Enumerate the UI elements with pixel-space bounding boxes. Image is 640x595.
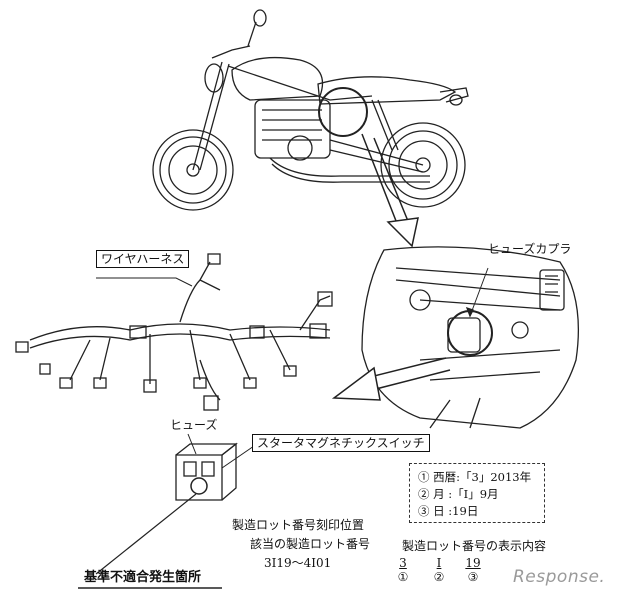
lot-code-month: I ②: [433, 556, 445, 584]
legend-day: ③ 日 :19日: [418, 504, 479, 518]
response-logo: Response.: [513, 567, 606, 587]
wire-harness-illustration: [15, 253, 333, 411]
harness-label: ワイヤハーネス: [96, 250, 190, 268]
lot-code-year: 3 ①: [397, 556, 409, 584]
lot-legend-box: ① 西暦:「3」2013年 ② 月 :「I」9月 ③ 日 :19日: [409, 463, 545, 523]
lot-position-label: 製造ロット番号刻印位置: [232, 518, 365, 532]
lot-display-title: 製造ロット番号の表示内容: [402, 539, 547, 553]
fuse-illustration: [175, 433, 238, 501]
legend-year: ① 西暦:「3」2013年: [418, 470, 532, 484]
motorcycle-illustration: [152, 9, 469, 211]
fuse-label: ヒューズ: [170, 418, 218, 432]
lot-range: 3I19～4I01: [264, 556, 332, 570]
fuse-coupler-label: ヒューズカプラ: [488, 242, 572, 256]
defect-location-label: 基準不適合発生箇所: [84, 570, 202, 585]
legend-month: ② 月 :「I」9月: [418, 487, 499, 501]
starter-switch-label: スタータマグネチックスイッチ: [252, 434, 430, 452]
lot-code-day: 19 ③: [465, 556, 481, 584]
fuse-coupler-closeup: [361, 246, 580, 429]
lot-applicable-title: 該当の製造ロット番号: [250, 537, 371, 551]
